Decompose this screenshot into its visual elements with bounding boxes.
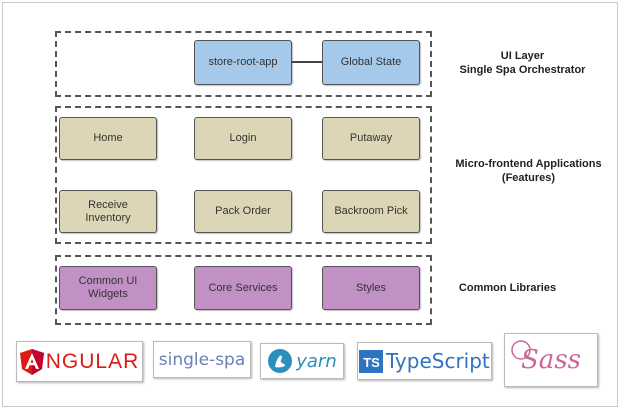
micro-frontend-layer-title: Micro-frontend Applications (455, 158, 602, 170)
core-services-label: Core Services (208, 281, 278, 294)
typescript-logo: TS TypeScript (357, 342, 492, 380)
sass-wordmark: Sass (521, 345, 581, 375)
putaway-label: Putaway (349, 132, 393, 144)
micro-frontend-layer-container (55, 106, 432, 244)
pack-order-label: Pack Order (215, 205, 271, 217)
store-root-app-box: store-root-app (194, 40, 292, 85)
yarn-cat-icon (268, 349, 293, 373)
common-libraries-layer-container (55, 255, 432, 325)
micro-frontend-layer-subtitle: (Features) (501, 172, 556, 184)
angular-shield-icon (19, 348, 44, 375)
common-libraries-title: Common Libraries (458, 282, 557, 294)
login-box: Login (194, 117, 292, 160)
common-ui-widgets-label-line2: Widgets (88, 288, 128, 300)
angular-wordmark: NGULAR (45, 349, 140, 373)
single-spa-wordmark: single-spa (158, 349, 246, 370)
styles-label: Styles (356, 281, 386, 294)
receive-inventory-box: Receive Inventory (59, 190, 157, 233)
ui-layer-title: UI Layer (500, 50, 545, 62)
styles-box: Styles (322, 266, 420, 310)
typescript-badge: TS (359, 349, 383, 373)
common-ui-widgets-box: Common UI Widgets (59, 266, 157, 310)
ui-layer-subtitle: Single Spa Orchestrator (459, 64, 586, 76)
home-label: Home (93, 132, 123, 144)
angular-logo: NGULAR (16, 341, 143, 382)
single-spa-logo: single-spa (153, 341, 251, 378)
store-root-app-label: store-root-app (208, 56, 278, 68)
login-label: Login (229, 132, 257, 144)
typescript-wordmark: TypeScript (385, 349, 490, 373)
ui-connector-line (292, 61, 322, 63)
putaway-box: Putaway (322, 117, 420, 160)
home-box: Home (59, 117, 157, 160)
common-ui-widgets-label-line1: Common UI (78, 275, 138, 287)
receive-inventory-label: Receive Inventory (85, 198, 131, 224)
yarn-wordmark: yarn (296, 350, 337, 372)
core-services-box: Core Services (194, 266, 292, 310)
backroom-pick-label: Backroom Pick (334, 205, 408, 217)
sass-logo: Sass (504, 333, 598, 387)
diagram-frame (2, 2, 618, 407)
yarn-logo: yarn (260, 343, 344, 379)
global-state-label: Global State (340, 56, 402, 68)
sass-logo-icon (511, 340, 531, 360)
common-libraries-layer-label: Common Libraries (430, 281, 585, 295)
ui-layer-label: UI Layer Single Spa Orchestrator (440, 49, 605, 77)
micro-frontend-layer-label: Micro-frontend Applications (Features) (446, 157, 611, 185)
ui-layer-container (55, 31, 432, 97)
pack-order-box: Pack Order (194, 190, 292, 233)
backroom-pick-box: Backroom Pick (322, 190, 420, 233)
global-state-box: Global State (322, 40, 420, 85)
